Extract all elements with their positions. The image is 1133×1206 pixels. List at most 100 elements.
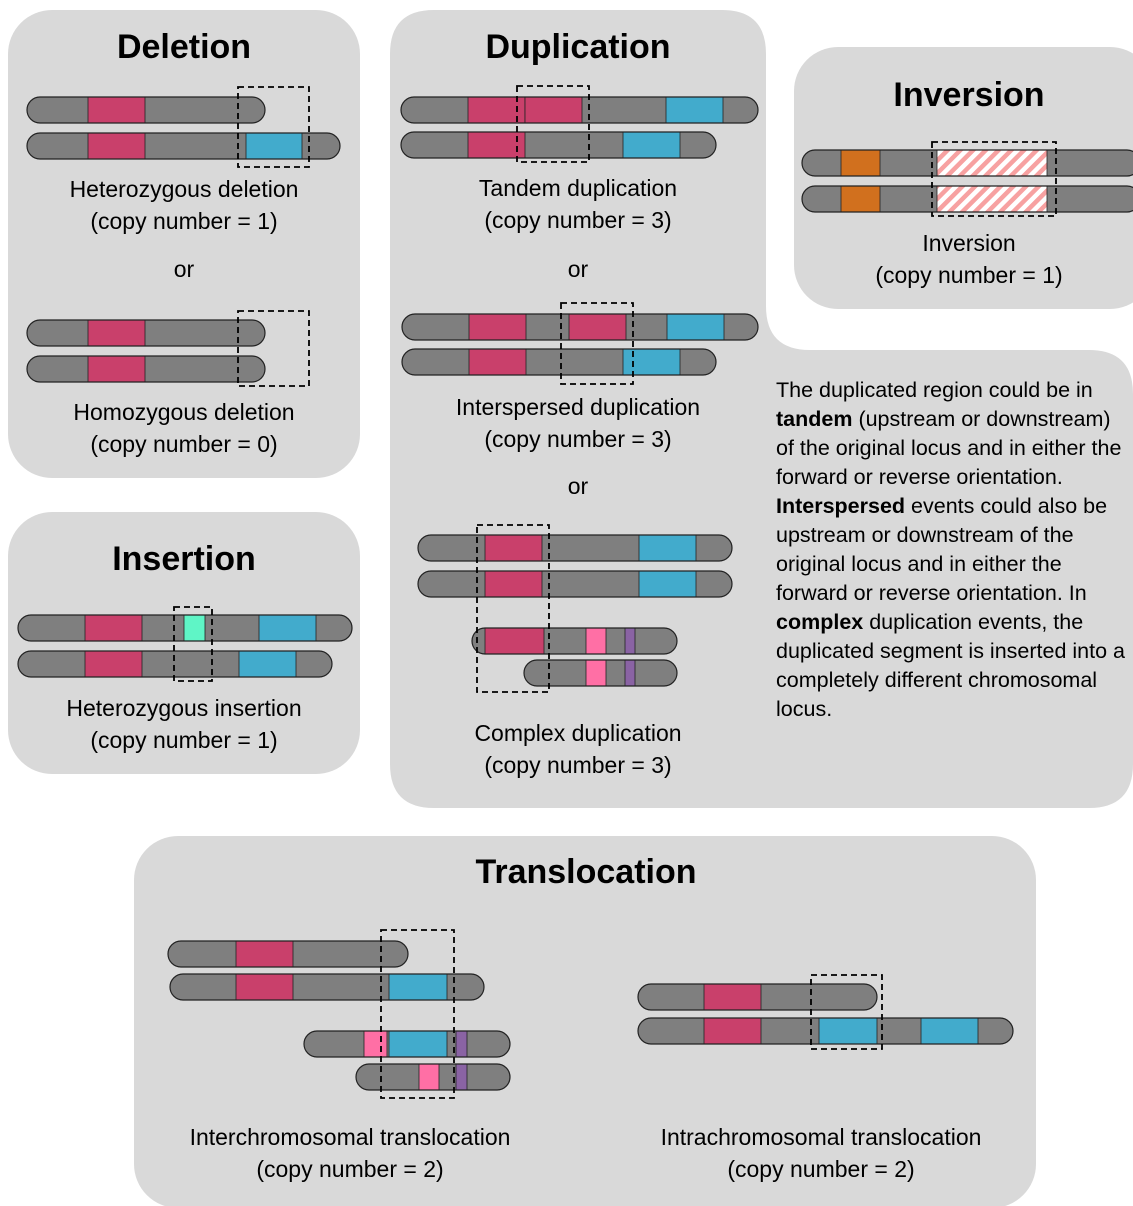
complex-dup-chrom-c: [471, 627, 678, 655]
crimson-band: [485, 535, 542, 561]
hom-deletion-box: [237, 310, 310, 387]
tandem-dup-chrom-a: [400, 96, 759, 124]
interchrom-trans-chrom-c: [303, 1030, 511, 1058]
tandem-dup-box: [516, 85, 590, 163]
purple-band: [456, 1031, 467, 1057]
inversion-chrom-a-outline: [801, 149, 1133, 177]
interspersed-dup-chrom-b: [401, 348, 717, 376]
interchrom-trans-chrom-d: [355, 1063, 511, 1091]
intrachromosomal-translocation-copy-number: (copy number = 2): [727, 1156, 914, 1182]
deletion-or: or: [174, 256, 195, 282]
blue-band: [259, 615, 316, 641]
orange-band: [841, 150, 880, 176]
deletion-title: Deletion: [117, 28, 251, 66]
inversion-label: Inversion: [922, 230, 1015, 256]
crimson-band: [88, 97, 145, 123]
chromosomes-layer: [17, 96, 1133, 1091]
intrachrom-trans-box: [810, 974, 883, 1050]
duplication-panel: [390, 10, 1133, 808]
inversion-copy-number: (copy number = 1): [875, 262, 1062, 288]
inversion-chrom-b-outline: [801, 185, 1133, 213]
blue-band: [623, 349, 680, 375]
hom-deletion-label: Homozygous deletion: [73, 399, 294, 425]
blue-band: [666, 97, 723, 123]
het-deletion-chrom-b-outline: [26, 132, 341, 160]
pink-band: [586, 628, 606, 654]
hom-deletion-chrom-a-body: [27, 320, 265, 346]
insertion-title: Insertion: [112, 540, 256, 578]
description-bold-interspersed: Interspersed: [776, 494, 906, 518]
crimson-band: [569, 314, 626, 340]
inverted-segment: [937, 186, 1047, 212]
interchrom-trans-chrom-b: [169, 973, 485, 1001]
blue-band: [639, 571, 696, 597]
insertion-chrom-a: [17, 614, 353, 642]
insertion-box: [173, 606, 213, 682]
description-bold-complex: complex: [776, 610, 864, 634]
description-text-2: (upstream or downstream) of the original…: [776, 407, 1122, 489]
interspersed-dup-box: [560, 302, 634, 385]
interchromosomal-translocation-copy-number: (copy number = 2): [256, 1156, 443, 1182]
hom-deletion-chrom-b: [26, 355, 266, 383]
tandem-duplication-copy-number: (copy number = 3): [484, 207, 671, 233]
inversion-chrom-a: [801, 149, 1133, 177]
duplication-or-2: or: [568, 473, 589, 499]
description-text-3: events could also be upstream or downstr…: [776, 494, 1108, 605]
orange-band: [841, 186, 880, 212]
het-deletion-chrom-b: [26, 132, 341, 160]
pink-band: [419, 1064, 439, 1090]
inversion-box: [931, 141, 1057, 217]
intrachrom-trans-chrom-b: [637, 1017, 1014, 1045]
tandem-dup-chrom-a-outline: [400, 96, 759, 124]
crimson-band: [88, 320, 145, 346]
description-text-4: duplication events, the duplicated segme…: [776, 610, 1125, 721]
blue-band: [246, 133, 302, 159]
complex-dup-chrom-c-outline: [471, 627, 678, 655]
purple-band: [625, 628, 635, 654]
mint-band: [184, 615, 205, 641]
interchrom-trans-chrom-a-outline: [167, 940, 409, 968]
complex-duplication-label: Complex duplication: [474, 720, 681, 746]
crimson-band: [85, 651, 142, 677]
insertion-chrom-b-outline: [17, 650, 333, 678]
crimson-band: [236, 941, 293, 967]
complex-dup-box: [476, 524, 550, 693]
intrachrom-trans-chrom-b-outline: [637, 1017, 1014, 1045]
blue-band: [819, 1018, 877, 1044]
interspersed-dup-chrom-a-outline: [401, 313, 759, 341]
blue-band: [389, 1031, 447, 1057]
complex-dup-chrom-b: [417, 570, 733, 598]
crimson-band: [85, 615, 142, 641]
crimson-band: [485, 628, 544, 654]
hom-deletion-chrom-a-outline: [26, 319, 266, 347]
interspersed-duplication-copy-number: (copy number = 3): [484, 426, 671, 452]
blue-band: [921, 1018, 978, 1044]
het-deletion-copy-number: (copy number = 1): [90, 208, 277, 234]
insertion-panel: [8, 512, 360, 774]
interchrom-trans-chrom-a: [167, 940, 409, 968]
het-insertion-label: Heterozygous insertion: [66, 695, 301, 721]
het-deletion-chrom-a-outline: [26, 96, 266, 124]
interspersed-duplication-label: Interspersed duplication: [456, 394, 700, 420]
intrachromosomal-translocation-label: Intrachromosomal translocation: [661, 1124, 982, 1150]
hom-deletion-copy-number: (copy number = 0): [90, 431, 277, 457]
blue-band: [639, 535, 696, 561]
blue-band: [239, 651, 296, 677]
intrachrom-trans-chrom-a: [637, 983, 878, 1011]
complex-duplication-copy-number: (copy number = 3): [484, 752, 671, 778]
interchromosomal-translocation-label: Interchromosomal translocation: [190, 1124, 511, 1150]
crimson-band: [236, 974, 293, 1000]
interchrom-trans-chrom-b-outline: [169, 973, 485, 1001]
pink-band: [586, 660, 606, 686]
interspersed-dup-chrom-a: [401, 313, 759, 341]
complex-dup-chrom-a-outline: [417, 534, 733, 562]
duplication-description: The duplicated region could be in tandem…: [776, 376, 1128, 724]
hom-deletion-chrom-b-outline: [26, 355, 266, 383]
crimson-band: [468, 132, 525, 158]
interchrom-trans-chrom-d-outline: [355, 1063, 511, 1091]
purple-band: [456, 1064, 467, 1090]
het-deletion-chrom-a-body: [27, 97, 265, 123]
blue-band: [623, 132, 680, 158]
